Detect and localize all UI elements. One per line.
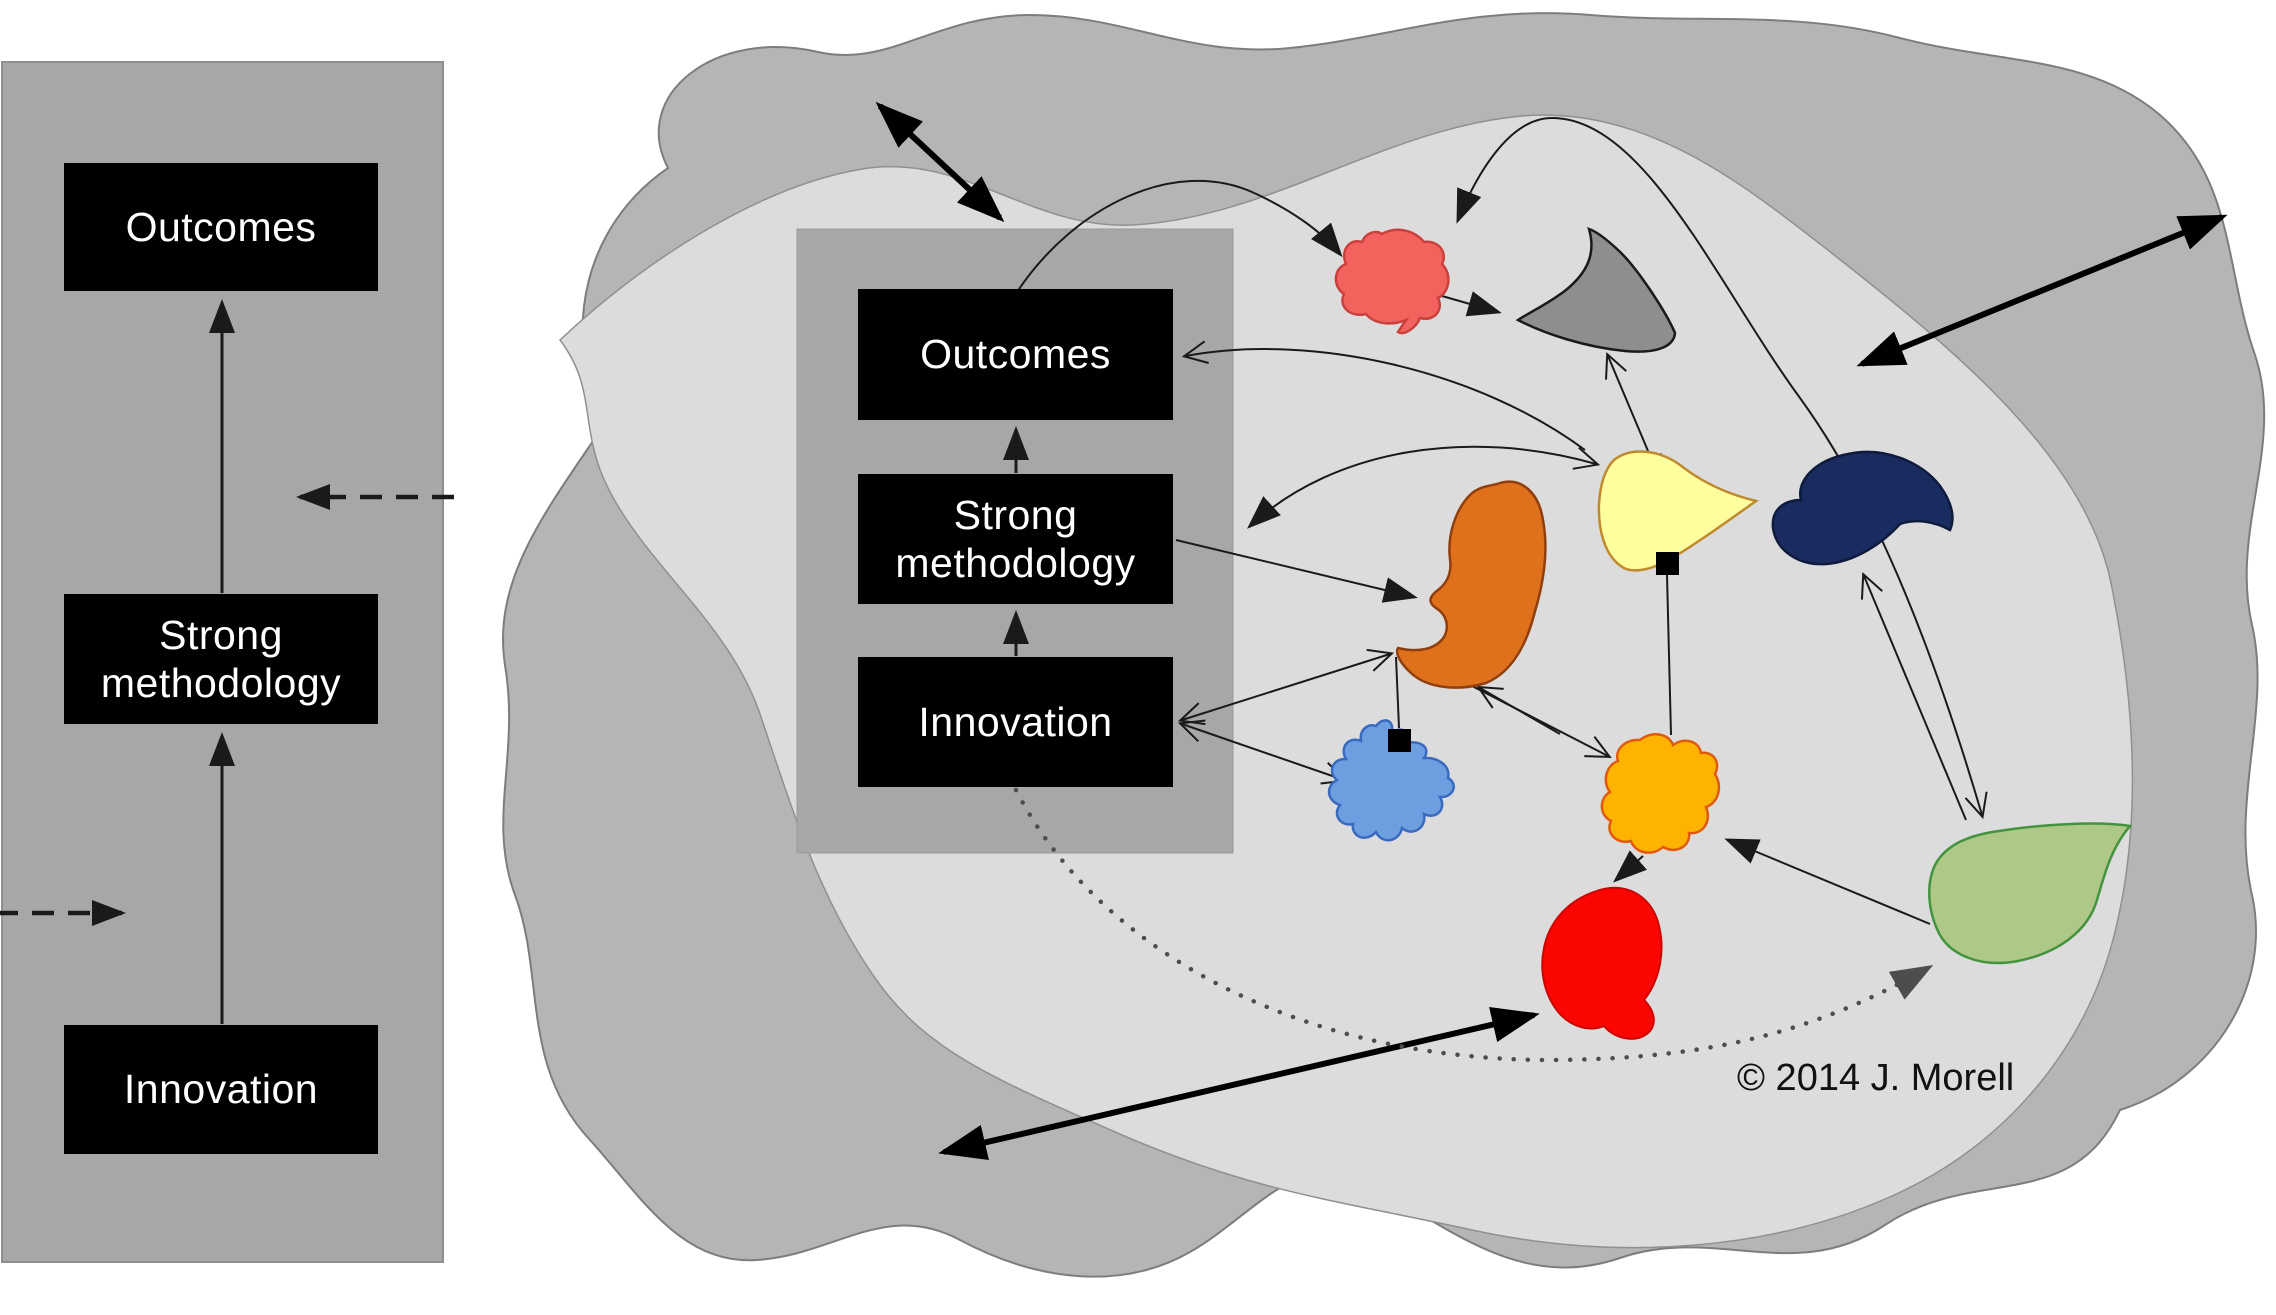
- edge-green-to-navy: [1864, 576, 1967, 821]
- edge-amber-to-orange-back: [1480, 688, 1561, 735]
- yellow-blob: [1597, 450, 1759, 572]
- edge-orange-to-bluesquare: [1395, 656, 1400, 729]
- edge-green-over-navy-to-pink: [1458, 116, 1982, 815]
- inner-box-innovation: Innovation: [858, 657, 1173, 787]
- edge-dotted-innovation-to-green: [1013, 787, 1934, 1063]
- amber-blob: [1600, 733, 1721, 854]
- double-arrow-bottom: [938, 1006, 1540, 1161]
- edge-methodology-to-orange: [1175, 539, 1418, 603]
- connector-square-yellow: [1656, 552, 1679, 575]
- navy-blob: [1771, 450, 1954, 566]
- edge-green-to-amber: [1724, 838, 1931, 925]
- pink-blob: [1334, 228, 1450, 335]
- edge-pink-to-triangle: [1441, 291, 1502, 317]
- connector-square-blue: [1388, 729, 1411, 752]
- edge-yellow-to-outcomes: [1186, 349, 1586, 451]
- green-blob: [1928, 822, 2133, 965]
- double-arrow-top-left: [875, 101, 1005, 223]
- edge-amber-to-red: [1613, 850, 1648, 883]
- inner-box-outcomes: Outcomes: [858, 289, 1173, 420]
- orange-blob: [1395, 480, 1547, 689]
- left-box-strong-methodology: Strong methodology: [64, 594, 378, 724]
- edge-outcomes-to-pink: [1016, 179, 1343, 293]
- red-blob: [1541, 886, 1663, 1040]
- blue-blob: [1327, 719, 1455, 842]
- inner-box-strong-methodology: Strong methodology: [858, 474, 1173, 604]
- edge-yellowsquare-to-amber: [1666, 574, 1672, 736]
- edge-innovation-to-blue: [1182, 724, 1344, 780]
- copyright-text: © 2014 J. Morell: [1737, 1057, 2015, 1099]
- edge-yellow-to-methodology-panel: [1250, 445, 1596, 526]
- edge-innovation-to-orange: [1182, 654, 1390, 720]
- left-box-outcomes: Outcomes: [64, 163, 378, 291]
- gray-triangle-blob: [1515, 227, 1677, 353]
- left-box-innovation: Innovation: [64, 1025, 378, 1154]
